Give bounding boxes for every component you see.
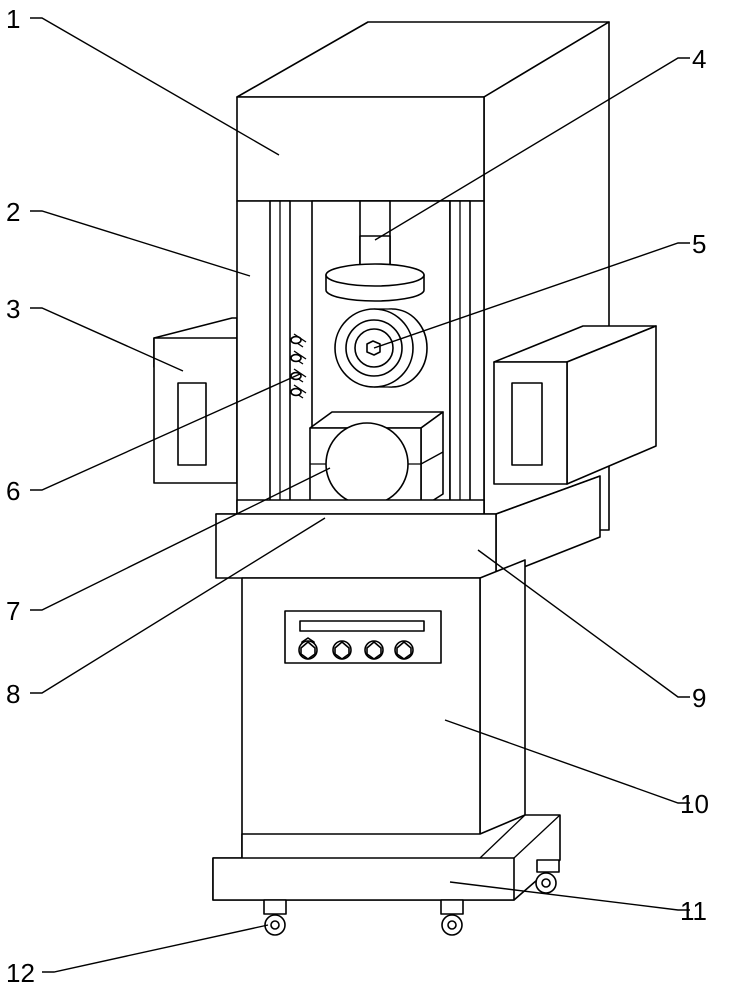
callout-12: 12 — [6, 958, 35, 988]
left-side-box — [153, 317, 238, 484]
callout-10: 10 — [680, 789, 709, 819]
callout-8: 8 — [6, 679, 20, 709]
press-rod — [325, 200, 425, 302]
callout-labels: 1 2 3 4 5 6 7 8 9 10 11 12 — [6, 4, 709, 988]
adjustment-pins — [290, 333, 307, 399]
right-side-box — [493, 325, 657, 485]
callout-4: 4 — [692, 44, 706, 74]
callout-6: 6 — [6, 476, 20, 506]
wheeled-base — [212, 814, 561, 901]
roller-wheel — [334, 308, 428, 388]
caster-wheels — [263, 859, 560, 936]
leader-lines — [30, 17, 690, 973]
cabinet — [241, 559, 526, 859]
callout-5: 5 — [692, 229, 706, 259]
callout-9: 9 — [692, 683, 706, 713]
callout-7: 7 — [6, 596, 20, 626]
callout-11: 11 — [680, 896, 707, 926]
table-platform — [215, 475, 601, 579]
callout-3: 3 — [6, 294, 20, 324]
callout-2: 2 — [6, 197, 20, 227]
clamp-block — [309, 411, 444, 509]
callout-1: 1 — [6, 4, 20, 34]
